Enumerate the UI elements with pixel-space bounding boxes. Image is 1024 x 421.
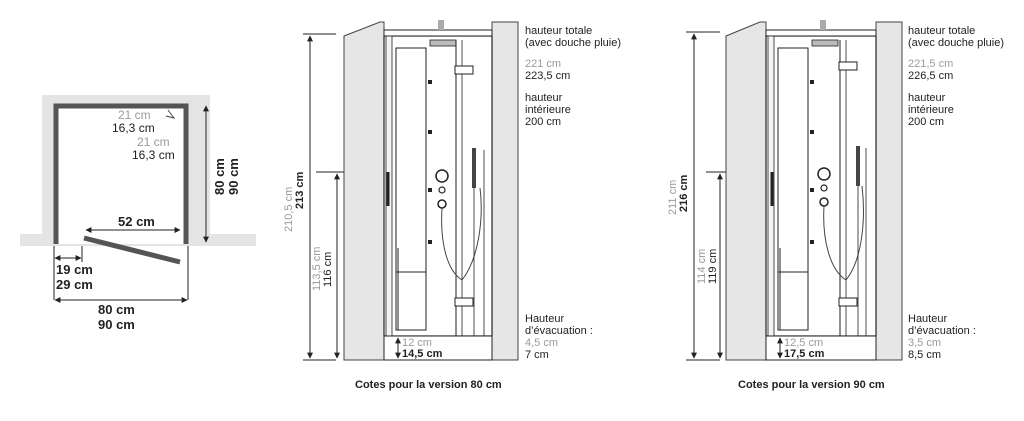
plan-top-dark-2: 16,3 cm bbox=[132, 148, 175, 162]
e80-mid-grey: 113,5 cm bbox=[311, 247, 323, 291]
e80-drain-grey: 4,5 cm bbox=[525, 337, 558, 349]
e90-hose bbox=[823, 185, 864, 281]
e80-bottom-dark: 14,5 cm bbox=[402, 348, 443, 360]
e80-inner-label-2: intérieure bbox=[525, 104, 571, 116]
e90-jet-3 bbox=[810, 188, 814, 192]
plan-width-2: 90 cm bbox=[98, 317, 135, 332]
e80-left-wall bbox=[343, 21, 385, 361]
e90-jet-1 bbox=[810, 80, 814, 84]
e80-inner-label-1: hauteur bbox=[525, 92, 563, 104]
e80-column-panel bbox=[395, 47, 427, 273]
e80-drain-label-2: d’évacuation : bbox=[525, 325, 593, 337]
e90-cabin-top bbox=[765, 29, 877, 37]
e80-jet-1 bbox=[428, 80, 432, 84]
e80-hinge-bottom bbox=[454, 297, 474, 307]
elevation-80: 210,5 cm 213 cm 113,5 cm 116 cm bbox=[283, 20, 621, 391]
e90-bottom-dark: 17,5 cm bbox=[784, 348, 825, 360]
plan-door-width: 52 cm bbox=[118, 214, 155, 229]
plan-door-panel bbox=[83, 235, 181, 265]
e80-height-dark: 213 cm bbox=[294, 171, 306, 209]
e90-hinge-top bbox=[838, 61, 858, 71]
e90-diverter bbox=[820, 184, 828, 192]
e90-mid-grey: 114 cm bbox=[696, 249, 708, 284]
plan-top-grey-2: 21 cm bbox=[137, 135, 170, 149]
e90-drain-label-2: d’évacuation : bbox=[908, 325, 976, 337]
e90-mid-dark: 119 cm bbox=[707, 249, 719, 284]
e90-total-label-1: hauteur totale bbox=[908, 25, 975, 37]
plan-shower-marker bbox=[165, 109, 176, 119]
plan-top-dark-1: 16,3 cm bbox=[112, 121, 155, 135]
e90-total-label-2: (avec douche pluie) bbox=[908, 37, 1004, 49]
e80-outlet bbox=[437, 199, 447, 209]
plan-ray-2 bbox=[118, 116, 174, 180]
plan-depth-2: 90 cm bbox=[226, 158, 241, 195]
e90-bottom-grey: 12,5 cm bbox=[784, 337, 823, 349]
e90-inner-value: 200 cm bbox=[908, 116, 944, 128]
plan-left-gap-1: 19 cm bbox=[56, 262, 93, 277]
e90-drain-dark: 8,5 cm bbox=[908, 349, 941, 361]
e90-height-dark: 216 cm bbox=[678, 174, 690, 212]
e80-total-dark: 223,5 cm bbox=[525, 70, 570, 82]
e90-right-wall bbox=[875, 21, 903, 361]
plan-enclosure-outline bbox=[53, 103, 189, 244]
e80-total-label-2: (avec douche pluie) bbox=[525, 37, 621, 49]
elevation-90: 211 cm 216 cm 114 cm 119 cm 12,5 c bbox=[667, 20, 1004, 391]
e80-caption: Cotes pour la version 80 cm bbox=[355, 379, 502, 391]
e90-jet-2 bbox=[810, 130, 814, 134]
e90-total-dark: 226,5 cm bbox=[908, 70, 953, 82]
e80-total-label-1: hauteur totale bbox=[525, 25, 592, 37]
e90-handshower bbox=[856, 146, 860, 186]
e80-jet-2 bbox=[428, 130, 432, 134]
e90-inner-label-1: hauteur bbox=[908, 92, 946, 104]
e90-inner-label-2: intérieure bbox=[908, 104, 954, 116]
e80-total-grey: 221 cm bbox=[525, 58, 561, 70]
plan-top-grey-1: 21 cm bbox=[118, 108, 151, 122]
plan-depth-1: 80 cm bbox=[212, 158, 227, 195]
e80-rain-pipe bbox=[438, 20, 444, 30]
e80-inner-value: 200 cm bbox=[525, 116, 561, 128]
e80-height-grey: 210,5 cm bbox=[283, 187, 295, 232]
e90-tray bbox=[765, 335, 877, 361]
e90-left-wall bbox=[725, 21, 767, 361]
e90-drain-grey: 3,5 cm bbox=[908, 337, 941, 349]
e90-drain-label-1: Hauteur bbox=[908, 313, 947, 325]
plan-left-gap-2: 29 cm bbox=[56, 277, 93, 292]
e90-column-lower bbox=[777, 271, 809, 331]
e80-bottom-grey: 12 cm bbox=[402, 337, 432, 349]
e80-jet-3 bbox=[428, 188, 432, 192]
e90-hinge-bottom bbox=[838, 297, 858, 307]
e80-mid-dark: 116 cm bbox=[322, 252, 334, 287]
e80-hose bbox=[441, 187, 482, 281]
e90-rain-pipe bbox=[820, 20, 826, 30]
e80-mixer bbox=[435, 169, 449, 183]
e80-handshower bbox=[472, 148, 476, 188]
e90-outlet bbox=[819, 197, 829, 207]
e90-caption: Cotes pour la version 90 cm bbox=[738, 379, 885, 391]
e80-drain-label-1: Hauteur bbox=[525, 313, 564, 325]
e80-hinge-top bbox=[454, 65, 474, 75]
plan-ray-1 bbox=[99, 110, 171, 132]
e80-column-lower bbox=[395, 271, 427, 331]
e90-total-grey: 221,5 cm bbox=[908, 58, 953, 70]
e80-jet-4 bbox=[428, 240, 432, 244]
e90-jet-4 bbox=[810, 240, 814, 244]
e80-right-wall bbox=[491, 21, 519, 361]
e80-drain-dark: 7 cm bbox=[525, 349, 549, 361]
e90-mixer bbox=[817, 167, 831, 181]
e80-cabin-top bbox=[383, 29, 493, 37]
e90-height-grey: 211 cm bbox=[667, 180, 679, 215]
e80-tray bbox=[383, 335, 493, 361]
e90-column-panel bbox=[777, 47, 809, 273]
e80-rain-head bbox=[429, 39, 457, 47]
plan-view: 21 cm 16,3 cm 21 cm 16,3 cm 52 cm 80 cm … bbox=[20, 95, 256, 332]
e80-diverter bbox=[438, 186, 446, 194]
plan-width-1: 80 cm bbox=[98, 302, 135, 317]
e90-rain-head bbox=[811, 39, 839, 47]
